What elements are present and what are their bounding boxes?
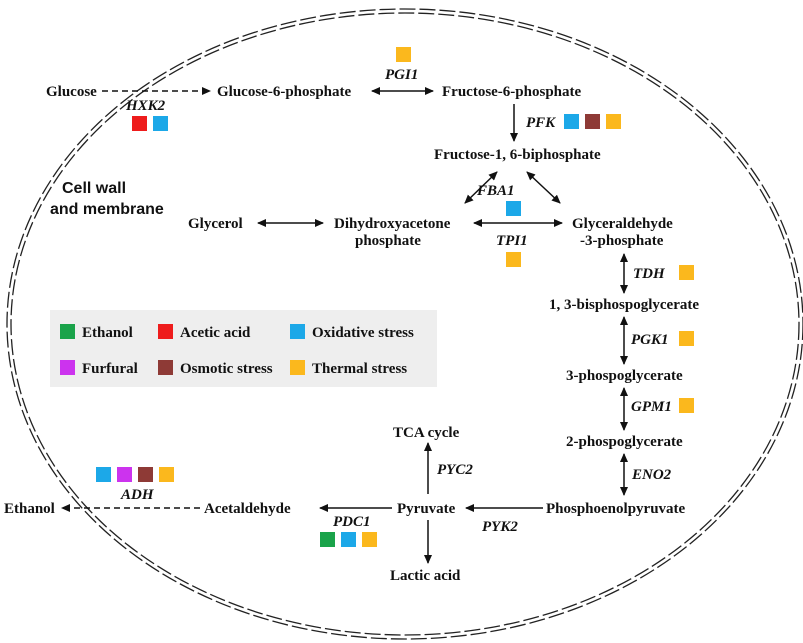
legend-swatch-ethanol	[60, 324, 75, 339]
tdh-stress-thermal	[679, 265, 694, 280]
pgk1-stress-thermal	[679, 331, 694, 346]
gpm1-stress-thermal	[679, 398, 694, 413]
legend-background	[50, 310, 437, 387]
metabolite-tca-cycle: TCA cycle	[393, 425, 460, 441]
legend-label-oxidative-stress: Oxidative stress	[312, 325, 414, 341]
enzyme-pgi1: PGI1	[385, 67, 418, 83]
legend-label-osmotic-stress: Osmotic stress	[180, 361, 273, 377]
metabolite-gap-line1: Glyceraldehyde	[572, 216, 673, 232]
legend: Ethanol Acetic acid Oxidative stress Fur…	[50, 310, 437, 387]
enzyme-fba1: FBA1	[476, 183, 515, 199]
membrane-label-line2: and membrane	[50, 201, 164, 218]
enzyme-pyc2: PYC2	[437, 462, 473, 478]
metabolite-3-phosphoglycerate: 3-phospoglycerate	[566, 368, 683, 384]
hxk2-stress-acetic-acid	[132, 116, 147, 131]
adh-stress-furfural	[117, 467, 132, 482]
adh-stress-osmotic	[138, 467, 153, 482]
membrane-label-line1: Cell wall	[62, 180, 126, 197]
metabolite-lactic-acid: Lactic acid	[390, 568, 461, 584]
metabolite-2-phosphoglycerate: 2-phospoglycerate	[566, 434, 683, 450]
metabolite-phosphoenolpyruvate: Phosphoenolpyruvate	[546, 501, 686, 517]
hxk2-stress-oxidative	[153, 116, 168, 131]
legend-swatch-acetic-acid	[158, 324, 173, 339]
enzyme-gpm1: GPM1	[631, 399, 672, 415]
metabolite-glucose-6-phosphate: Glucose-6-phosphate	[217, 84, 352, 100]
metabolite-1-3-bisphosphoglycerate: 1, 3-bisphospoglycerate	[549, 297, 699, 313]
pgi1-stress-thermal	[396, 47, 411, 62]
adh-stress-oxidative	[96, 467, 111, 482]
metabolite-dhap-line2: phosphate	[355, 233, 421, 249]
arrow-f16bp-dhap	[464, 171, 498, 204]
tpi1-stress-thermal	[506, 252, 521, 267]
pdc1-stress-ethanol	[320, 532, 335, 547]
stress-markers-tdh	[679, 265, 694, 280]
enzyme-pdc1: PDC1	[333, 514, 371, 530]
stress-markers-gpm1	[679, 398, 694, 413]
legend-swatch-furfural	[60, 360, 75, 375]
stress-markers-adh	[96, 467, 174, 482]
metabolite-pyruvate: Pyruvate	[397, 501, 456, 517]
legend-swatch-thermal-stress	[290, 360, 305, 375]
stress-markers-hxk2	[132, 116, 168, 131]
metabolite-ethanol: Ethanol	[4, 501, 55, 517]
legend-label-ethanol: Ethanol	[82, 325, 133, 341]
pfk-stress-osmotic	[585, 114, 600, 129]
legend-swatch-oxidative-stress	[290, 324, 305, 339]
stress-markers-pfk	[564, 114, 621, 129]
pdc1-stress-thermal	[362, 532, 377, 547]
legend-swatch-osmotic-stress	[158, 360, 173, 375]
metabolite-fructose-1-6-biphosphate: Fructose-1, 6-biphosphate	[434, 147, 601, 163]
enzyme-pgk1: PGK1	[631, 332, 669, 348]
metabolite-fructose-6-phosphate: Fructose-6-phosphate	[442, 84, 582, 100]
arrow-f16bp-gap	[526, 171, 561, 204]
stress-markers-pdc1	[320, 532, 377, 547]
legend-label-acetic-acid: Acetic acid	[180, 325, 251, 341]
cell-membrane	[6, 8, 803, 640]
stress-markers-fba1	[506, 201, 521, 216]
enzyme-hxk2: HXK2	[125, 98, 166, 114]
enzyme-pyk2: PYK2	[482, 519, 518, 535]
enzyme-eno2: ENO2	[631, 467, 672, 483]
metabolite-glycerol: Glycerol	[188, 216, 243, 232]
pfk-stress-thermal	[606, 114, 621, 129]
legend-label-thermal-stress: Thermal stress	[312, 361, 407, 377]
enzyme-tdh: TDH	[633, 266, 666, 282]
metabolite-dhap-line1: Dihydroxyacetone	[334, 216, 451, 232]
enzyme-pfk: PFK	[526, 115, 556, 131]
enzyme-adh: ADH	[120, 487, 155, 503]
legend-label-furfural: Furfural	[82, 361, 138, 377]
stress-markers-pgk1	[679, 331, 694, 346]
fba1-stress-oxidative	[506, 201, 521, 216]
stress-markers-tpi1	[506, 252, 521, 267]
enzyme-tpi1: TPI1	[496, 233, 528, 249]
adh-stress-thermal	[159, 467, 174, 482]
metabolite-acetaldehyde: Acetaldehyde	[204, 501, 291, 517]
stress-markers-pgi1	[396, 47, 411, 62]
pdc1-stress-oxidative	[341, 532, 356, 547]
metabolite-glucose: Glucose	[46, 84, 97, 100]
pfk-stress-oxidative	[564, 114, 579, 129]
metabolite-gap-line2: -3-phosphate	[580, 233, 664, 249]
